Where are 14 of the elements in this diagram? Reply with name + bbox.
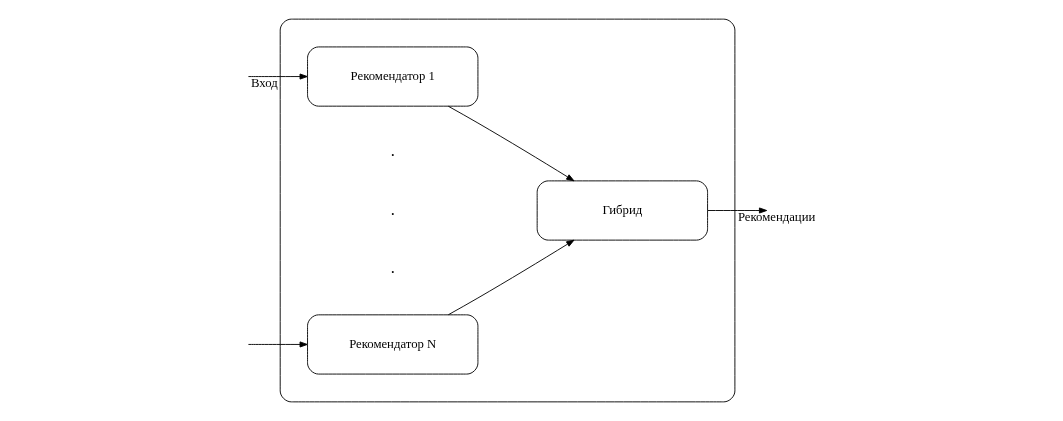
- node-box: Гибрид: [536, 180, 708, 241]
- arrow: [447, 105, 575, 182]
- label: .: [390, 199, 395, 219]
- arrow: [707, 207, 768, 214]
- edge-label: Рекомендации: [737, 209, 816, 224]
- node-box: Рекомендатор N: [307, 314, 479, 375]
- node-box: Рекомендатор 1: [307, 46, 479, 107]
- arrow: [447, 239, 575, 316]
- label: .: [390, 257, 395, 277]
- edge-label: Вход: [250, 75, 278, 90]
- label: .: [390, 141, 395, 161]
- cluster: [279, 18, 736, 403]
- arrow: [247, 73, 308, 80]
- arrow: [247, 341, 308, 348]
